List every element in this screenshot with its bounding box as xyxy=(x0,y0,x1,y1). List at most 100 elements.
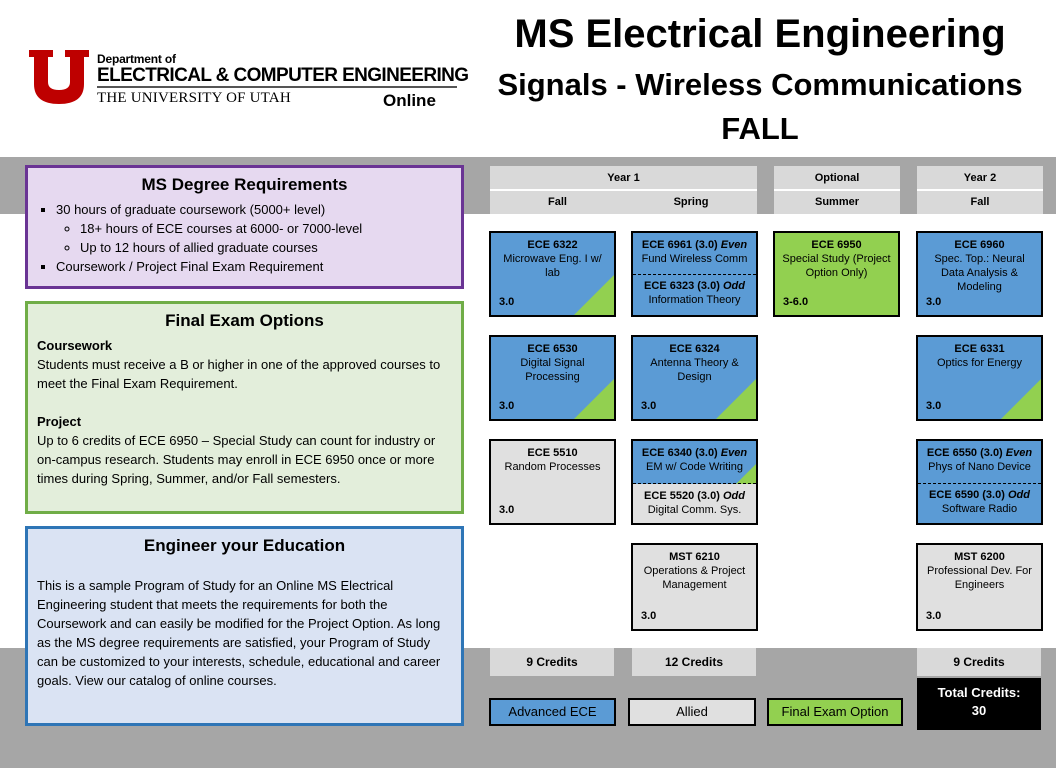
course-tag: Odd xyxy=(1007,489,1030,501)
course-tag: Even xyxy=(1005,447,1033,459)
course-code: ECE 6961 (3.0) xyxy=(641,239,718,251)
course-code: ECE 5510 xyxy=(527,447,578,459)
dept-divider xyxy=(97,86,457,88)
course-ece-6331[interactable]: ECE 6331 Optics for Energy 3.0 xyxy=(916,335,1043,421)
course-credits: 3.0 xyxy=(499,504,515,516)
course-mst-6200[interactable]: MST 6200 Professional Dev. For Engineers… xyxy=(916,543,1043,631)
year1-fall-label: Fall xyxy=(548,196,567,208)
requirement-item: 18+ hours of ECE courses at 6000- or 700… xyxy=(80,219,451,238)
course-name: Software Radio xyxy=(941,503,1018,515)
course-ece-6340-5520[interactable]: ECE 6340 (3.0) Even EM w/ Code Writing E… xyxy=(631,439,758,525)
requirement-item: 30 hours of graduate coursework (5000+ l… xyxy=(56,200,451,219)
course-code: ECE 6340 (3.0) xyxy=(641,447,718,459)
course-ece-5510[interactable]: ECE 5510 Random Processes 3.0 xyxy=(489,439,616,525)
course-name: Fund Wireless Comm xyxy=(641,253,748,265)
course-name: Antenna Theory & Design xyxy=(650,357,739,383)
legend-final-exam-option: Final Exam Option xyxy=(767,698,903,726)
final-exam-marker xyxy=(574,275,614,315)
university-name: THE UNIVERSITY OF UTAH xyxy=(97,90,291,106)
course-tag: Even xyxy=(720,447,748,459)
page-title: MS Electrical Engineering xyxy=(514,12,1006,56)
course-name: Operations & Project Management xyxy=(643,565,746,591)
course-name: EM w/ Code Writing xyxy=(646,461,743,473)
course-credits: 3.0 xyxy=(926,610,942,622)
course-ece-6530[interactable]: ECE 6530 Digital Signal Processing 3.0 xyxy=(489,335,616,421)
engineer-education-panel: Engineer your Education This is a sample… xyxy=(25,526,464,726)
course-name: Professional Dev. For Engineers xyxy=(927,565,1032,591)
requirement-item: Up to 12 hours of allied graduate course… xyxy=(80,238,451,257)
course-credits: 3.0 xyxy=(641,400,657,412)
split-divider xyxy=(633,274,756,275)
course-code: ECE 6331 xyxy=(954,343,1005,355)
course-code: ECE 6960 xyxy=(954,239,1005,251)
course-name: Information Theory xyxy=(648,294,741,306)
course-name: Optics for Energy xyxy=(937,357,1022,369)
course-credits: 3.0 xyxy=(926,296,942,308)
final-exam-marker xyxy=(1001,379,1041,419)
year1-label: Year 1 xyxy=(607,172,640,184)
utah-u-logo xyxy=(27,48,91,106)
course-mst-6210[interactable]: MST 6210 Operations & Project Management… xyxy=(631,543,758,631)
course-name: Digital Signal Processing xyxy=(520,357,585,383)
year2-label: Year 2 xyxy=(963,172,997,184)
spring1-credits: 12 Credits xyxy=(632,648,756,676)
course-name: Special Study (Project Option Only) xyxy=(782,253,891,279)
final-exam-options-panel: Final Exam Options Coursework Students m… xyxy=(25,301,464,514)
coursework-text: Students must receive a B or higher in o… xyxy=(37,357,441,391)
requirements-heading: MS Degree Requirements xyxy=(141,175,348,194)
course-code: MST 6210 xyxy=(669,551,720,563)
course-code: ECE 6322 xyxy=(527,239,578,251)
total-credits-value: 30 xyxy=(971,703,987,718)
course-ece-6550-6590[interactable]: ECE 6550 (3.0) Even Phys of Nano Device … xyxy=(916,439,1043,525)
optional-label: Optional xyxy=(814,172,860,184)
fall2-credits: 9 Credits xyxy=(917,648,1041,676)
course-tag: Odd xyxy=(722,280,745,292)
engineer-heading: Engineer your Education xyxy=(143,536,346,555)
course-ece-6960[interactable]: ECE 6960 Spec. Top.: Neural Data Analysi… xyxy=(916,231,1043,317)
year2-fall-label: Fall xyxy=(970,196,990,208)
legend-allied: Allied xyxy=(628,698,756,726)
degree-requirements-panel: MS Degree Requirements 30 hours of gradu… xyxy=(25,165,464,289)
course-name: Phys of Nano Device xyxy=(928,461,1031,473)
course-code: ECE 5520 (3.0) xyxy=(644,490,720,502)
final-exam-marker xyxy=(716,379,756,419)
course-credits: 3.0 xyxy=(499,400,515,412)
header-divider xyxy=(774,189,900,191)
split-divider xyxy=(918,483,1041,484)
course-code: MST 6200 xyxy=(954,551,1005,563)
course-credits: 3-6.0 xyxy=(783,296,809,308)
course-name: Spec. Top.: Neural Data Analysis & Model… xyxy=(934,253,1025,293)
year1-spring-label: Spring xyxy=(673,196,709,208)
legend-advanced-ece: Advanced ECE xyxy=(489,698,616,726)
course-tag: Even xyxy=(720,239,748,251)
page-subtitle: Signals - Wireless Communications xyxy=(497,67,1023,102)
dept-name: ELECTRICAL & COMPUTER ENGINEERING xyxy=(97,65,469,86)
split-divider xyxy=(633,483,756,484)
course-code: ECE 6950 xyxy=(811,239,862,251)
course-ece-6324[interactable]: ECE 6324 Antenna Theory & Design 3.0 xyxy=(631,335,758,421)
course-code: ECE 6530 xyxy=(527,343,578,355)
exam-heading: Final Exam Options xyxy=(165,311,324,330)
course-tag: Odd xyxy=(722,490,745,502)
coursework-label: Coursework xyxy=(37,338,113,353)
course-name: Microwave Eng. I w/ lab xyxy=(503,253,602,279)
course-ece-6950[interactable]: ECE 6950 Special Study (Project Option O… xyxy=(773,231,900,317)
dept-of-label: Department of xyxy=(97,52,176,66)
course-ece-6322[interactable]: ECE 6322 Microwave Eng. I w/ lab 3.0 xyxy=(489,231,616,317)
course-credits: 3.0 xyxy=(499,296,515,308)
course-name: Random Processes xyxy=(504,461,601,473)
final-exam-marker xyxy=(736,464,756,484)
total-credits-label: Total Credits: xyxy=(937,685,1021,700)
course-credits: 3.0 xyxy=(926,400,942,412)
summer-label: Summer xyxy=(814,196,860,208)
term-label: FALL xyxy=(721,111,799,146)
course-code: ECE 6590 (3.0) xyxy=(929,489,1005,501)
header-divider xyxy=(490,189,757,191)
course-code: ECE 6550 (3.0) xyxy=(926,447,1003,459)
course-ece-6961-6323[interactable]: ECE 6961 (3.0) Even Fund Wireless Comm E… xyxy=(631,231,758,317)
engineer-text: This is a sample Program of Study for an… xyxy=(37,578,441,688)
final-exam-marker xyxy=(574,379,614,419)
course-name: Digital Comm. Sys. xyxy=(647,504,742,516)
header-divider xyxy=(917,189,1043,191)
total-credits-box: Total Credits: 30 xyxy=(917,678,1041,730)
